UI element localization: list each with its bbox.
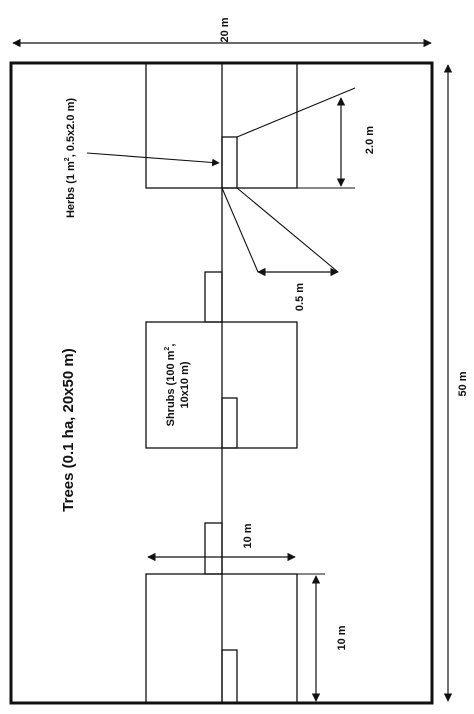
herb-quadrat-bottom xyxy=(221,649,238,704)
shrub-width-label: 10 m xyxy=(242,523,254,548)
herbs-label-text: Herbs (1 m xyxy=(65,161,77,218)
herb-callout-line-upper xyxy=(236,87,356,138)
herbs-label: Herbs (1 m2, 0.5x2.0 m) xyxy=(64,98,77,218)
shrubs-label-text: Shrubs (100 m xyxy=(165,350,177,426)
transect-marker-lower xyxy=(204,522,223,575)
herb-callout-line-left xyxy=(221,187,259,273)
herb-quadrat-middle xyxy=(221,397,238,449)
herb-length-label: 2.0 m xyxy=(364,126,376,154)
shrubs-label-line2: 10x10 m) xyxy=(179,361,191,408)
transect-marker-upper xyxy=(204,271,223,323)
shrubs-label: Shrubs (100 m2, xyxy=(164,344,177,427)
herbs-pointer-line xyxy=(86,152,220,167)
herbs-label-sup: 2 xyxy=(64,157,71,161)
shrubs-label-sup: 2 xyxy=(164,347,171,351)
herb-callout-line-right xyxy=(236,187,339,273)
herb-quadrat-top xyxy=(221,136,238,189)
plot-width-label: 20 m xyxy=(219,17,231,42)
plot-length-label: 50 m xyxy=(457,371,469,396)
herbs-label-rest: , 0.5x2.0 m) xyxy=(65,98,77,158)
shrub-length-label: 10 m xyxy=(336,625,348,650)
shrubs-label-comma: , xyxy=(165,344,177,347)
trees-label: Trees (0.1 ha, 20x50 m) xyxy=(60,348,77,511)
herb-width-label: 0.5 m xyxy=(294,283,306,311)
